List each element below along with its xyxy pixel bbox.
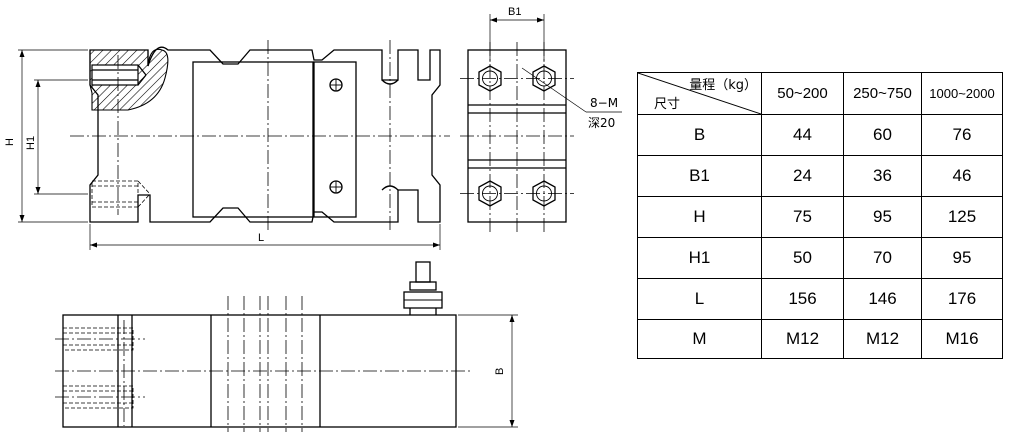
table-header-row: 量程（kg） 尺寸 50~200 250~750 1000~2000 — [637, 72, 1003, 115]
table-cell: 50 — [761, 237, 844, 279]
spec-table: 量程（kg） 尺寸 50~200 250~750 1000~2000 B 44 … — [637, 72, 1003, 359]
cover-plate — [313, 61, 357, 218]
end-view: B1 8−M 深20 — [460, 6, 622, 232]
hole-callout-leader — [521, 67, 587, 113]
table-cell: 75 — [761, 196, 844, 238]
tapped-hole-top — [91, 64, 139, 86]
dim-L-label: L — [258, 232, 264, 244]
table-cell: 24 — [761, 155, 844, 197]
table-row: B1 24 36 46 — [637, 155, 1003, 197]
row-label: H — [637, 196, 762, 238]
row-label: L — [637, 278, 762, 320]
row-label: B — [637, 114, 762, 156]
table-cell: 125 — [921, 196, 1003, 238]
table-row: H 75 95 125 — [637, 196, 1003, 238]
table-cell: 70 — [843, 237, 922, 279]
table-cell: 156 — [761, 278, 844, 320]
column-header: 1000~2000 — [921, 72, 1003, 115]
table-cell: 60 — [843, 114, 922, 156]
row-label: B1 — [637, 155, 762, 197]
table-cell: M12 — [843, 319, 922, 359]
table-row: H1 50 70 95 — [637, 237, 1003, 279]
column-header: 50~200 — [761, 72, 844, 115]
row-label: M — [637, 319, 762, 359]
cable-gland — [403, 261, 443, 315]
row-label: H1 — [637, 237, 762, 279]
dim-H-label: H — [4, 138, 16, 146]
table-cell: 76 — [921, 114, 1003, 156]
table-cell: 176 — [921, 278, 1003, 320]
strain-plate — [192, 61, 314, 218]
table-cell: 95 — [921, 237, 1003, 279]
dim-B1-label: B1 — [508, 6, 521, 18]
table-cell: M12 — [761, 319, 844, 359]
table-row: L 156 146 176 — [637, 278, 1003, 320]
dim-H1-label: H1 — [25, 136, 37, 150]
hole-callout-count: 8−M — [590, 96, 618, 110]
corner-label-range: 量程（kg） — [689, 78, 757, 93]
front-view: H H1 L — [4, 40, 450, 250]
table-row: B 44 60 76 — [637, 114, 1003, 156]
table-cell: 146 — [843, 278, 922, 320]
table-cell: 44 — [761, 114, 844, 156]
top-view: B — [55, 261, 518, 432]
table-cell: M16 — [921, 319, 1003, 359]
table-row: M M12 M12 M16 — [637, 319, 1003, 359]
table-cell: 95 — [843, 196, 922, 238]
dim-B-label: B — [494, 368, 506, 375]
hole-callout-depth: 深20 — [588, 116, 615, 130]
front-view-outline — [89, 46, 441, 223]
cover-screw-bottom — [329, 180, 343, 194]
table-cell: 46 — [921, 155, 1003, 197]
cover-screw-top — [329, 78, 343, 92]
table-corner-cell: 量程（kg） 尺寸 — [637, 72, 762, 115]
table-cell: 36 — [843, 155, 922, 197]
corner-label-size: 尺寸 — [654, 97, 681, 112]
column-header: 250~750 — [843, 72, 922, 115]
